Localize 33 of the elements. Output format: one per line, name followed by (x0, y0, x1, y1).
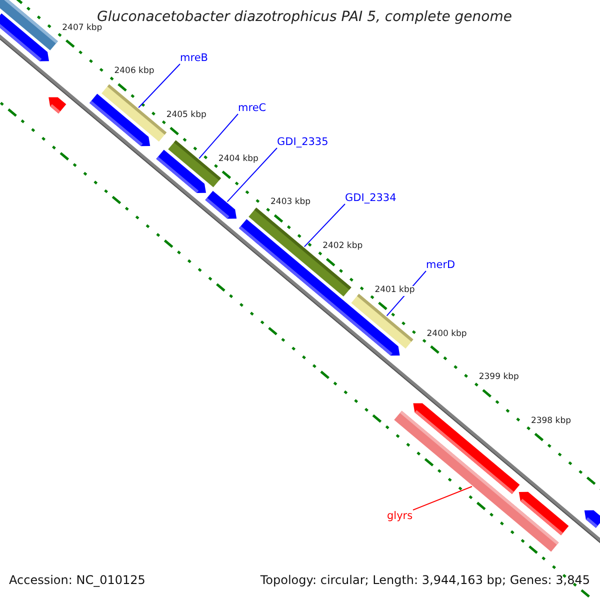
position-label: 2399 kbp (478, 373, 519, 384)
position-label: 2401 kbp (374, 286, 415, 296)
position-label: 2407 kbp (62, 24, 102, 34)
position-label: 2405 kbp (166, 111, 206, 121)
gene-bar (518, 492, 569, 536)
gene-label: mreB (180, 52, 208, 64)
leader-line (412, 486, 472, 510)
gene-bar (584, 510, 600, 528)
position-label: 2400 kbp (426, 330, 467, 340)
gene-label: GDI_2335 (277, 136, 328, 148)
gene-bar (90, 94, 150, 146)
gene-label: glyrs (387, 510, 413, 522)
position-label: 2403 kbp (270, 198, 311, 208)
position-label: 2398 kbp (530, 417, 572, 427)
position-label: 2404 kbp (218, 154, 258, 165)
gene-bar (48, 97, 66, 114)
gene-bar (205, 190, 237, 219)
gene-label: mreC (238, 102, 266, 114)
gene-bar (0, 13, 49, 62)
leader-line (226, 148, 278, 202)
gene-bar (156, 150, 206, 193)
position-label: 2406 kbp (114, 67, 154, 78)
leader-line (138, 64, 180, 108)
position-label: 2402 kbp (322, 242, 363, 252)
leader-line (304, 204, 346, 248)
gene-label: GDI_2334 (345, 192, 396, 204)
topology-label: Topology: circular; Length: 3,944,163 bp; Genes: 3,845 (260, 574, 590, 588)
gene-bar (413, 403, 520, 494)
gene-label: merD (426, 259, 456, 272)
leader-line (198, 114, 238, 159)
gene-bar (0, 0, 58, 50)
map-title: Gluconacetobacter diazotrophicus PAI 5, complete genome (97, 9, 512, 25)
accession-label: Accession: NC_010125 (9, 574, 146, 588)
